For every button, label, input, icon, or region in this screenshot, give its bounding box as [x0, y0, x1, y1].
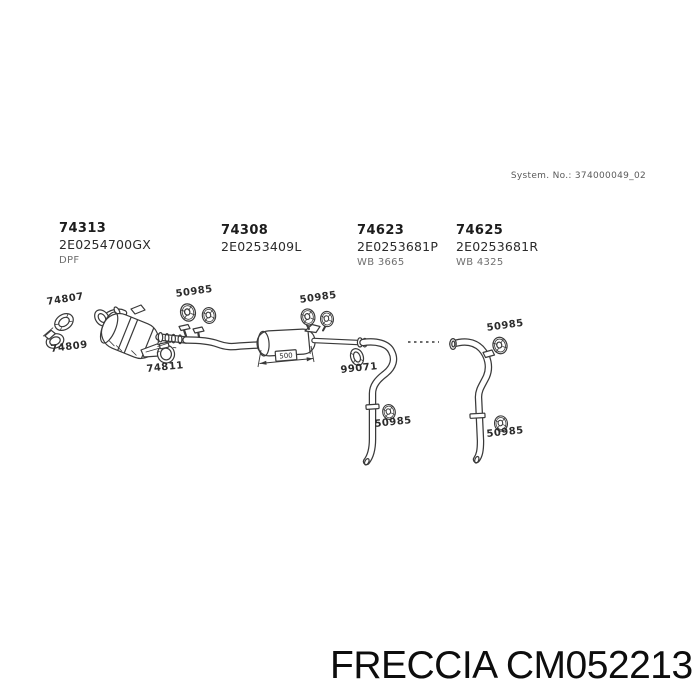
part-group-74623: 74623 2E0253681P WB 3665 — [357, 223, 438, 268]
flex-connector-drawing — [155, 332, 190, 345]
part-group-74625: 74625 2E0253681R WB 4325 — [456, 223, 538, 268]
dimension-annotation: 500 — [257, 345, 315, 368]
rubber-hanger-icon — [490, 335, 510, 356]
part-ref: 74625 — [456, 223, 504, 238]
clamp-74809-drawing — [42, 327, 65, 349]
part-note: DPF — [59, 255, 80, 266]
rubber-hanger-icon — [319, 310, 335, 328]
part-note: WB 3665 — [357, 257, 405, 268]
tailpipe-74623-drawing — [359, 338, 398, 466]
catalytic-converter-drawing — [94, 304, 169, 360]
rubber-hanger-icon — [200, 306, 218, 325]
brand-part-code: FRECCIA CM052213 — [330, 644, 693, 687]
clamp-74811-drawing — [156, 341, 177, 364]
gasket-ring-drawing — [54, 312, 74, 332]
part-ref: 74308 — [221, 223, 269, 238]
rubber-hanger-icon — [299, 307, 317, 327]
part-oem: 2E0254700GX — [59, 237, 151, 252]
part-oem: 2E0253681P — [357, 239, 439, 254]
part-ref: 74623 — [357, 223, 405, 238]
dimension-label: 500 — [279, 351, 293, 360]
part-oem: 2E0253409L — [221, 239, 302, 254]
rubber-hanger-icon — [178, 301, 198, 324]
part-ref: 74313 — [59, 221, 107, 236]
front-pipe-drawing — [178, 323, 262, 351]
part-oem: 2E0253681R — [456, 239, 539, 254]
part-note: WB 4325 — [456, 257, 504, 268]
clamp-ring-99071-drawing — [349, 348, 365, 366]
part-group-74308: 74308 2E0253409L — [221, 223, 302, 254]
part-group-74313: 74313 2E0254700GX DPF — [59, 221, 151, 266]
tailpipe-74625-drawing — [449, 338, 496, 464]
system-number: System. No.: 374000049_02 — [510, 171, 646, 181]
